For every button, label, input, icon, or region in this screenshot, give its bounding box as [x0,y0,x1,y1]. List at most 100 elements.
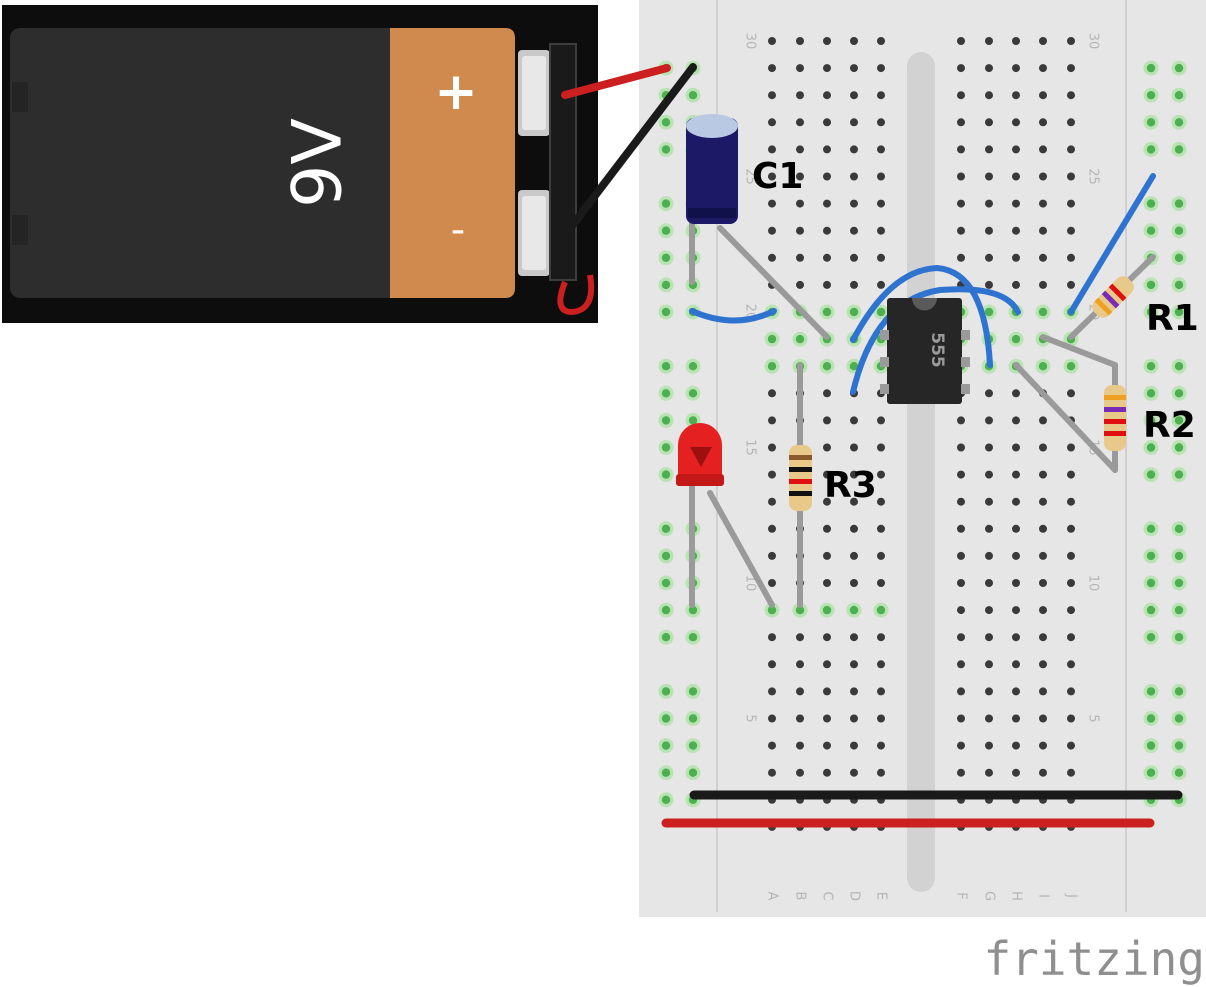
breadboard-hole [1039,687,1047,696]
label-r1: R1 [1146,298,1199,339]
breadboard-hole [1067,741,1075,750]
row-number-label: 5 [1086,714,1101,722]
breadboard-hole [1067,172,1075,181]
breadboard-hole [877,524,885,533]
breadboard-hole [823,118,831,127]
breadboard-hole [1174,226,1184,235]
breadboard-hole [985,145,993,154]
column-letter-label: D [847,891,862,901]
breadboard-hole [849,362,859,371]
row-number-label: 30 [743,33,758,50]
breadboard-hole [1146,91,1156,100]
breadboard-hole [1039,741,1047,750]
breadboard-hole [823,714,831,723]
breadboard-hole [823,660,831,669]
breadboard-hole [985,64,993,73]
breadboard-hole [1174,443,1184,452]
breadboard-hole [985,253,993,262]
breadboard-hole [957,443,965,452]
breadboard-hole [877,91,885,100]
breadboard-hole [822,362,832,371]
breadboard-hole [661,578,671,588]
breadboard-hole [849,307,859,317]
breadboard-hole [850,768,858,777]
breadboard-hole [768,633,776,642]
breadboard-hole [1174,280,1184,290]
breadboard-hole [796,768,804,777]
breadboard-hole [877,64,885,73]
breadboard-hole [823,91,831,100]
breadboard-hole [877,633,885,642]
breadboard-hole [850,714,858,723]
row-number-label: 15 [743,439,758,456]
breadboard-hole [1012,579,1020,587]
wire-battery-loop [557,274,595,316]
breadboard-hole [850,579,858,587]
breadboard-hole [1146,199,1156,208]
breadboard-hole [850,253,858,262]
breadboard-hole [688,362,698,371]
breadboard-hole [768,64,776,73]
row-number-label: 30 [1086,33,1101,50]
breadboard-hole [1146,63,1156,73]
breadboard-hole [850,64,858,73]
breadboard-hole [688,91,698,100]
breadboard-hole [1146,687,1156,696]
breadboard-hole [661,389,671,398]
breadboard-hole [823,253,831,262]
breadboard-hole [1146,226,1156,235]
breadboard-hole [849,605,859,615]
breadboard-hole [688,687,698,696]
breadboard-hole [877,37,885,45]
breadboard-hole [985,687,993,696]
column-letter-label: B [793,892,808,901]
breadboard-hole [985,280,993,289]
breadboard-hole [795,605,805,615]
breadboard-hole [661,307,671,317]
breadboard-hole [957,172,965,181]
breadboard-hole [1067,524,1075,533]
breadboard-hole [1012,226,1020,235]
breadboard-hole [877,551,885,560]
breadboard-hole [768,199,776,208]
breadboard-hole [985,497,993,506]
breadboard-hole [1039,551,1047,560]
breadboard-hole [1174,714,1184,723]
breadboard-hole [1146,145,1156,154]
breadboard-hole [877,497,885,506]
breadboard-hole [1039,497,1047,506]
breadboard-hole [768,551,776,560]
breadboard-hole [1012,118,1020,127]
breadboard-hole [768,741,776,750]
breadboard-hole [1012,768,1020,777]
breadboard-hole [768,145,776,154]
breadboard-hole [850,145,858,154]
breadboard-hole [1067,497,1075,506]
breadboard-hole [957,91,965,100]
breadboard-hole [661,605,671,615]
breadboard-hole [1012,741,1020,750]
breadboard-hole [823,64,831,73]
breadboard-hole [796,714,804,723]
breadboard-hole [1012,470,1020,479]
breadboard-hole [823,633,831,642]
breadboard-hole [661,524,671,533]
breadboard-hole [1039,416,1047,425]
breadboard-hole [1146,443,1156,452]
wires [557,63,1183,828]
breadboard-hole [957,687,965,696]
leg-r2-a [1040,334,1118,368]
breadboard-hole [957,524,965,533]
breadboard-hole [1067,253,1075,262]
breadboard-hole [985,199,993,208]
breadboard-hole [661,551,671,561]
breadboard-hole [661,470,671,479]
breadboard-hole [661,118,671,127]
breadboard-hole [957,497,965,506]
breadboard-hole [1012,660,1020,669]
breadboard-hole [850,91,858,100]
breadboard-hole [1067,91,1075,100]
breadboard-hole [1039,91,1047,100]
breadboard-hole [796,253,804,262]
